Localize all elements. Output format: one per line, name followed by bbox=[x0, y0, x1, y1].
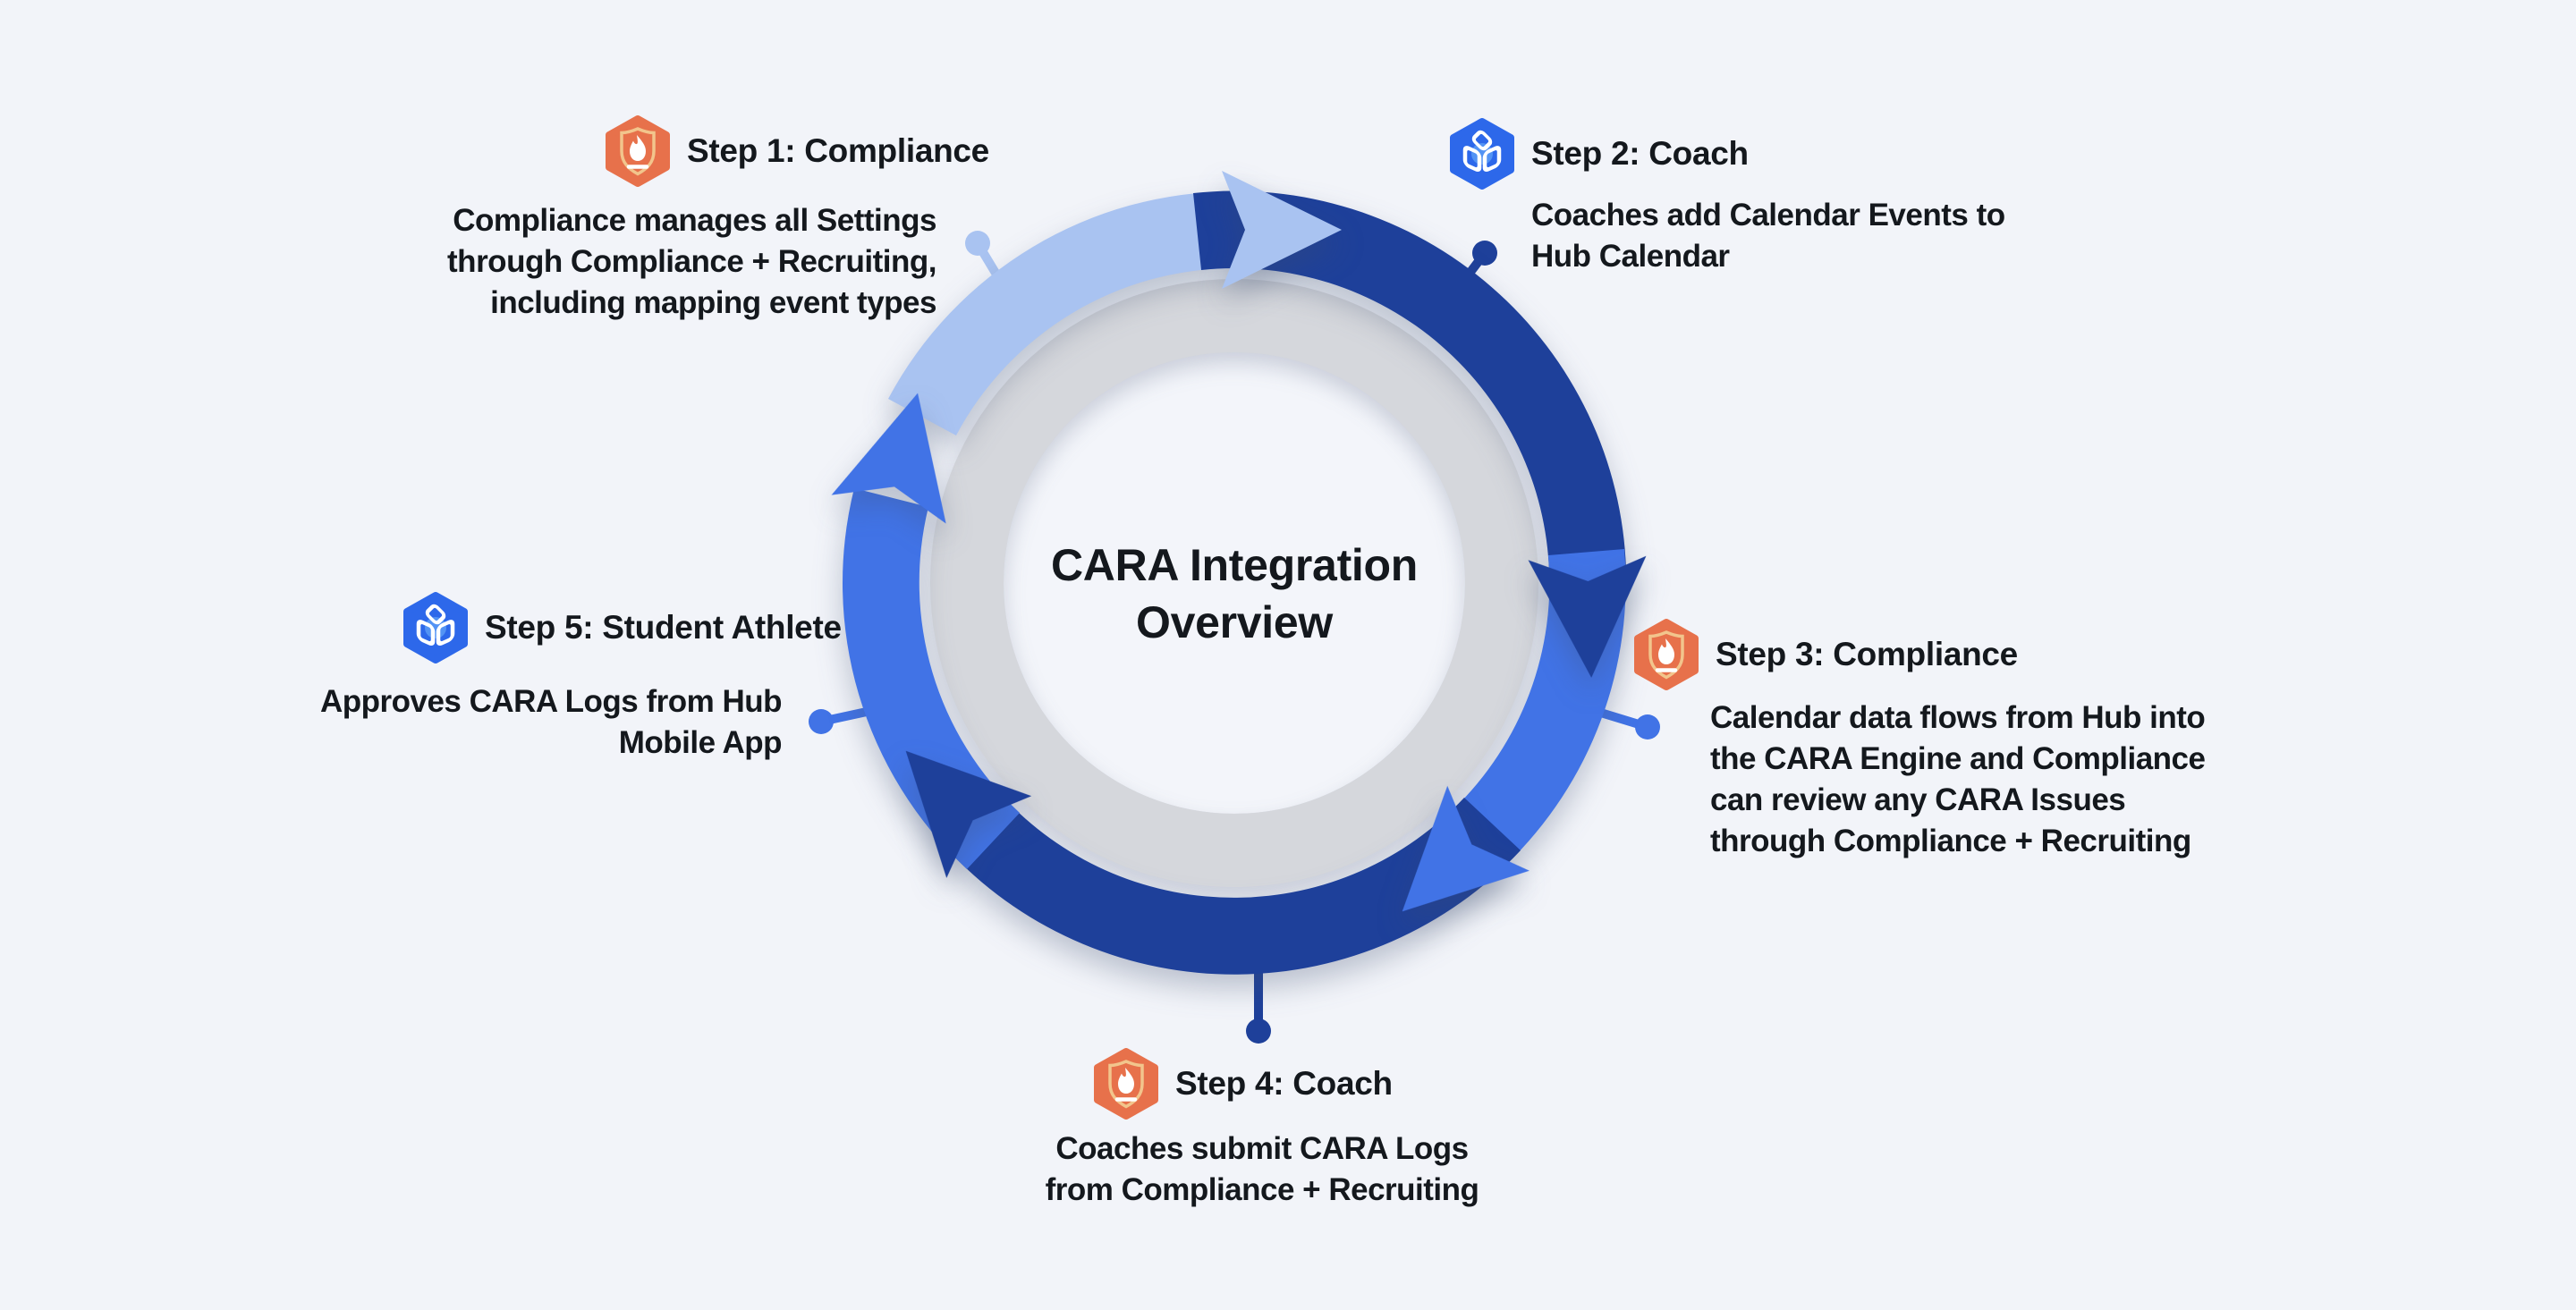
compliance-shield-flame-icon bbox=[606, 115, 670, 187]
step-1-description: Compliance manages all Settings through … bbox=[447, 203, 936, 320]
flow-arrowhead-bottom-left bbox=[905, 750, 1032, 878]
step-4-description: Coaches submit CARA Logs from Compliance… bbox=[1045, 1131, 1479, 1207]
connector-dot-step-4 bbox=[1246, 1018, 1271, 1044]
connector-dot-step-5 bbox=[809, 709, 834, 734]
connector-dot-step-2 bbox=[1472, 241, 1497, 266]
flow-arrowhead-bottom-right bbox=[1402, 785, 1530, 912]
flow-arc-step5-to-step1 bbox=[842, 488, 1020, 869]
step-3-header: Step 3: Compliance bbox=[1633, 617, 2018, 692]
step-1-header: Step 1: Compliance bbox=[605, 114, 989, 189]
step-5-title: Step 5: Student Athlete bbox=[485, 609, 842, 646]
step-5-header: Step 5: Student Athlete bbox=[402, 590, 842, 665]
step-2-header: Step 2: Coach bbox=[1449, 116, 1749, 191]
step-2-description: Coaches add Calendar Events to Hub Calen… bbox=[1531, 198, 2005, 274]
step-5-description: Approves CARA Logs from Hub Mobile App bbox=[319, 684, 783, 760]
flow-arrowhead-left bbox=[831, 393, 946, 524]
compliance-shield-flame-icon bbox=[1634, 619, 1699, 690]
step-3-description: Calendar data flows from Hub into the CA… bbox=[1710, 700, 2206, 858]
inner-circle bbox=[1004, 352, 1465, 814]
step-4-header: Step 4: Coach bbox=[1093, 1046, 1393, 1121]
step-2-title: Step 2: Coach bbox=[1531, 135, 1749, 172]
flow-arc-step4-to-step5 bbox=[953, 798, 1521, 975]
hub-cube-icon bbox=[1450, 118, 1514, 190]
gray-ring bbox=[930, 279, 1538, 887]
flow-arc-step1-to-step2 bbox=[888, 190, 1234, 435]
hub-cube-icon bbox=[403, 592, 468, 663]
page-title: CARA Integration Overview bbox=[1051, 540, 1418, 647]
connector-dot-step-3 bbox=[1635, 714, 1660, 740]
step-1-title: Step 1: Compliance bbox=[687, 132, 989, 169]
connector-dot-step-1 bbox=[965, 231, 990, 256]
connector-step-4 bbox=[1246, 966, 1271, 1044]
compliance-shield-flame-icon bbox=[1094, 1048, 1158, 1120]
flow-arrowhead-right bbox=[1528, 555, 1647, 678]
step-4-title: Step 4: Coach bbox=[1175, 1065, 1393, 1102]
flow-arc-step2-to-step3 bbox=[1193, 190, 1626, 572]
flow-arrowhead-top bbox=[1222, 171, 1342, 289]
step-3-title: Step 3: Compliance bbox=[1716, 636, 2018, 672]
